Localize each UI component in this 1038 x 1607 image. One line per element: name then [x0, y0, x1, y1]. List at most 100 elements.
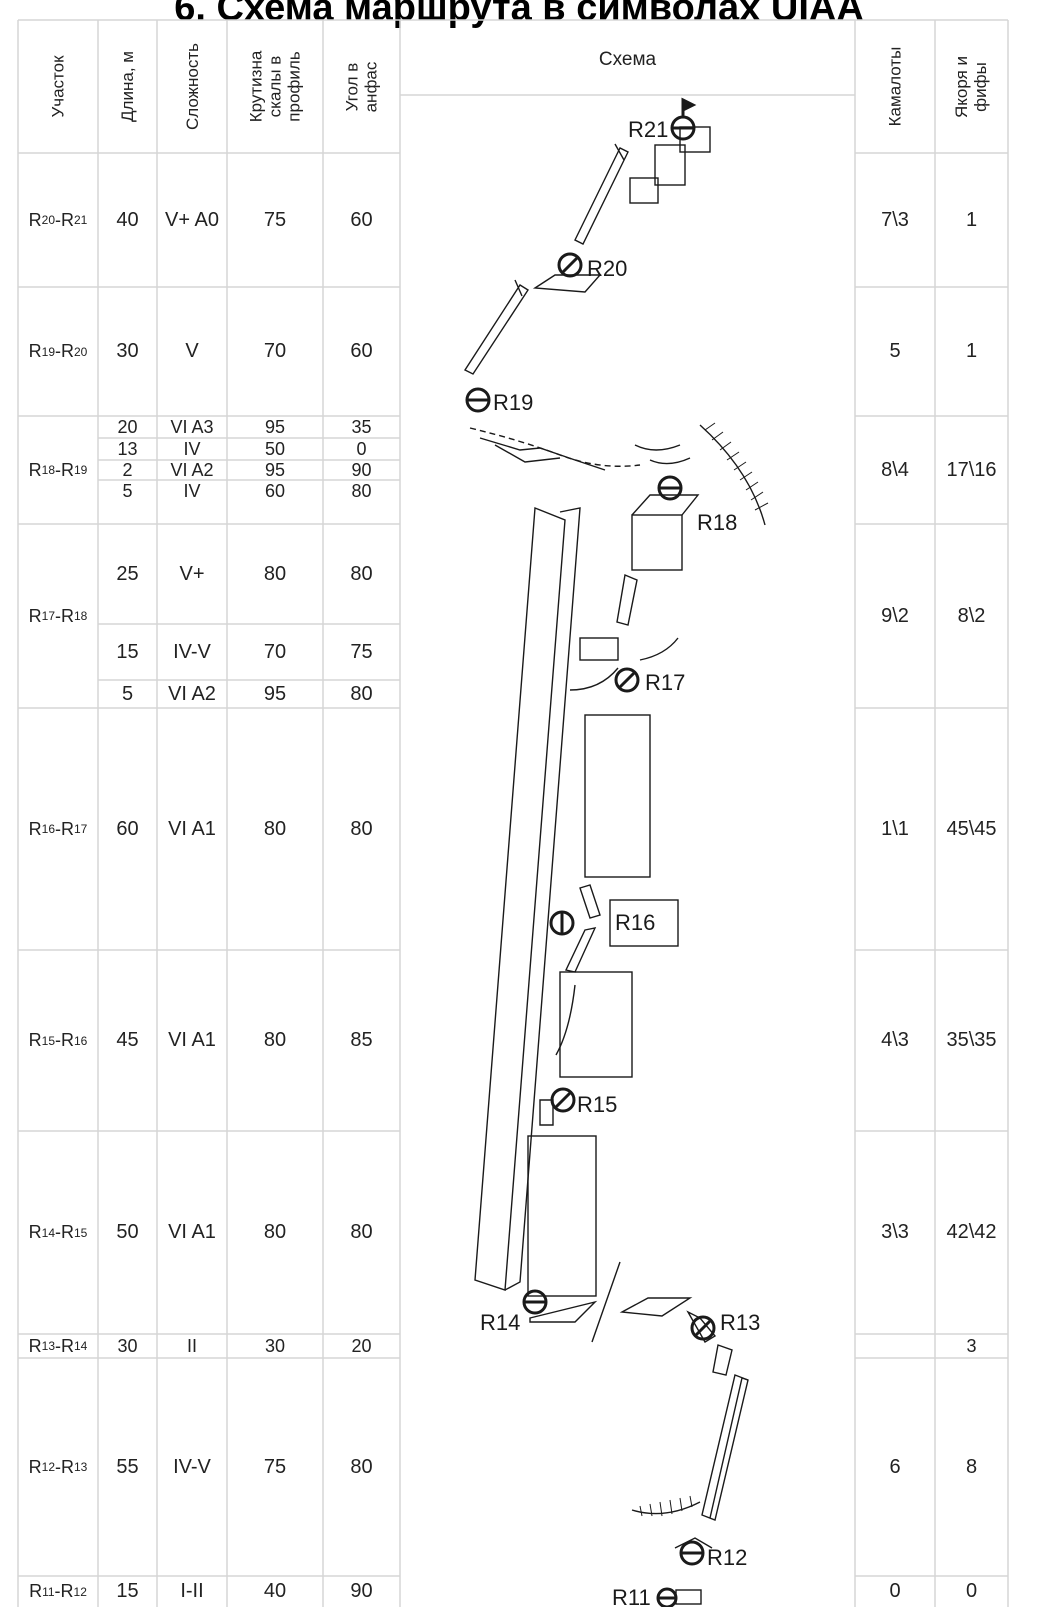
- station-label-r11: R11: [612, 1585, 651, 1607]
- length-cell: 20: [117, 416, 138, 437]
- traverse-line: [479, 437, 606, 471]
- station-label-r16: R16: [615, 910, 655, 935]
- belay-station-icon: [656, 1587, 678, 1607]
- camalots-cell: 7\3: [881, 208, 909, 231]
- anchors-cell: 17\16: [946, 458, 997, 481]
- length-cell: 5: [122, 480, 133, 501]
- ledge-box: [559, 971, 633, 1078]
- difficulty-cell: VI A1: [168, 1221, 216, 1243]
- station-label-r21: R21: [628, 117, 668, 142]
- steepness-cell: 60: [264, 480, 286, 501]
- anchors-cell: 3: [966, 1335, 977, 1356]
- belay-station-icon: [557, 252, 583, 278]
- difficulty-cell: VI A1: [168, 1029, 216, 1051]
- station-label-r12: R12: [707, 1545, 747, 1570]
- crack-symbol: [616, 574, 638, 626]
- camalots-cell: 3\3: [881, 1221, 909, 1243]
- ledge-box: [584, 714, 651, 878]
- belay-station-icon: [657, 475, 683, 501]
- angle-cell: 60: [350, 208, 373, 231]
- camalots-cell: 9\2: [881, 604, 909, 627]
- angle-cell: 75: [350, 640, 373, 663]
- camalots-cell: 1\1: [881, 817, 909, 840]
- belay-station-icon: [614, 667, 640, 693]
- difficulty-cell: II: [186, 1335, 197, 1356]
- ledge-line: [532, 274, 602, 293]
- steepness-cell: 95: [264, 416, 286, 437]
- angle-cell: 35: [351, 416, 372, 437]
- difficulty-cell: V+ A0: [165, 208, 219, 231]
- station-label-r18: R18: [697, 510, 737, 535]
- difficulty-cell: VI A3: [170, 416, 214, 437]
- ledge-box: [629, 177, 659, 204]
- overhang-symbol: [569, 667, 619, 691]
- ledge-line: [631, 494, 700, 516]
- ledge-box: [654, 144, 686, 186]
- angle-cell: 80: [350, 682, 373, 705]
- steepness-cell: 80: [263, 1029, 287, 1051]
- ledge-box: [609, 899, 679, 947]
- ledge-line: [539, 1099, 554, 1126]
- length-cell: 15: [116, 1580, 139, 1602]
- overhang-symbol: [639, 637, 679, 661]
- camalots-cell: 5: [889, 340, 901, 362]
- steepness-cell: 70: [263, 340, 287, 362]
- crack-symbol: [579, 884, 601, 919]
- difficulty-cell: IV-V: [173, 640, 211, 663]
- dihedral-symbol: [701, 1374, 749, 1521]
- anchors-cell: 1: [965, 340, 978, 362]
- overhang-symbol: [631, 1501, 701, 1515]
- steepness-cell: 80: [263, 562, 287, 585]
- steepness-cell: 75: [263, 1455, 287, 1478]
- length-cell: 30: [116, 340, 139, 362]
- belay-station-icon: [690, 1315, 716, 1341]
- crack-symbol: [712, 1344, 733, 1376]
- anchors-cell: 45\45: [946, 817, 997, 840]
- anchors-cell: 1: [965, 208, 978, 231]
- steepness-cell: 80: [263, 817, 287, 840]
- belay-station-icon: [549, 910, 575, 936]
- overhang-symbol: [699, 424, 766, 526]
- station-label-r13: R13: [720, 1310, 760, 1335]
- belay-station-icon: [550, 1087, 576, 1113]
- belay-station-icon: [465, 387, 491, 413]
- steepness-cell: 95: [264, 459, 286, 480]
- belay-station-icon: [679, 1540, 705, 1566]
- angle-cell: 85: [350, 1029, 373, 1051]
- steepness-cell: 70: [263, 640, 287, 663]
- camalots-cell: 4\3: [881, 1029, 909, 1051]
- steepness-cell: 30: [264, 1335, 286, 1356]
- station-label-r20: R20: [587, 256, 627, 281]
- difficulty-cell: VI A1: [168, 817, 216, 840]
- camalots-cell: 6: [889, 1455, 901, 1478]
- station-label-r14: R14: [480, 1310, 520, 1335]
- difficulty-cell: I-II: [180, 1580, 204, 1602]
- length-cell: 30: [117, 1335, 138, 1356]
- length-cell: 15: [116, 640, 139, 663]
- ledge-box: [675, 1589, 702, 1605]
- anchors-cell: 8: [965, 1455, 978, 1478]
- anchors-cell: 42\42: [946, 1221, 997, 1243]
- difficulty-cell: V: [185, 340, 199, 362]
- length-cell: 13: [117, 438, 138, 459]
- length-cell: 40: [116, 208, 139, 231]
- steepness-cell: 95: [263, 682, 287, 705]
- length-cell: 25: [116, 562, 139, 585]
- crack-symbol: [574, 143, 629, 245]
- difficulty-cell: VI A2: [168, 682, 216, 705]
- ledge-box: [631, 514, 683, 571]
- steepness-cell: 80: [263, 1221, 287, 1243]
- anchors-cell: 8\2: [957, 604, 986, 627]
- steepness-cell: 75: [263, 208, 287, 231]
- station-label-r15: R15: [577, 1092, 617, 1117]
- break-line: [591, 1261, 621, 1343]
- dihedral-symbol: [504, 507, 581, 1291]
- ledge-line: [674, 1537, 713, 1549]
